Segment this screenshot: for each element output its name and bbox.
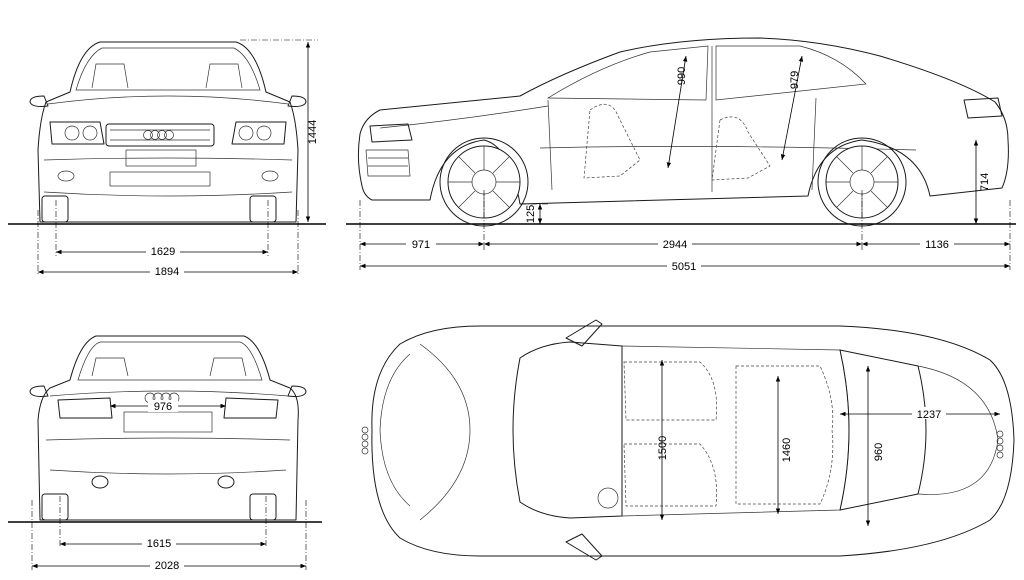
rear-track-label: 1615	[147, 538, 171, 550]
rear-trunk-width-label: 976	[154, 401, 172, 413]
front-view: 1444 1629 1894	[8, 39, 326, 278]
side-length-label: 5051	[672, 261, 696, 273]
rear-view: 976 1615 2028	[8, 335, 322, 572]
side-loading-height-label: 714	[979, 173, 991, 191]
front-width-label: 1894	[155, 266, 179, 278]
side-wheelbase-label: 2944	[663, 239, 687, 251]
rear-width-label: 2028	[155, 560, 179, 572]
top-trunk-width-label: 960	[873, 443, 885, 461]
side-ground-clearance-label: 125	[525, 205, 537, 223]
side-front-overhang-label: 971	[412, 239, 430, 251]
top-shoulder-front-label: 1500	[657, 436, 669, 460]
side-headroom-rear-label: 979	[789, 71, 801, 89]
top-shoulder-rear-label: 1460	[781, 438, 793, 462]
side-rear-overhang-label: 1136	[925, 239, 949, 251]
side-headroom-front-label: 990	[676, 67, 688, 85]
side-view: 125 990 979 714 971 2944 1136 5051	[346, 37, 1016, 273]
front-height-label: 1444	[307, 120, 319, 144]
front-track-label: 1629	[151, 246, 175, 258]
top-view: 1500 1460 960 1237	[361, 319, 1015, 561]
top-trunk-length-label: 1237	[917, 409, 941, 421]
